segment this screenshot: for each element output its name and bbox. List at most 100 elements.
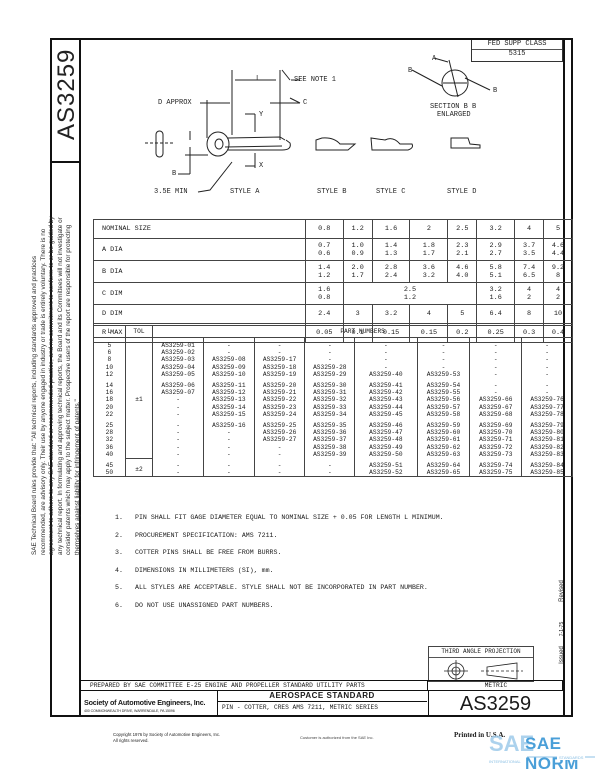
dim-cell: 3 [342,304,373,324]
l-header: L [93,325,126,338]
dim-cell: 4 [409,304,449,324]
footer-license-text: Customer is authorized from the SAE Inc. [300,735,374,740]
fsc-label: FED SUPP CLASS [472,40,562,50]
size-cell: 4 [514,219,545,239]
size-cell: 5 [543,219,573,239]
title-block-middle [217,691,429,715]
note-item: 2.PROCUREMENT SPECIFICATION: AMS 7211. [115,531,278,539]
title-block-row [81,691,563,717]
organization-name: Society of Automotive Engineers, Inc. [84,698,206,707]
pn-header-row: L TOL PART NUMBERS [93,325,573,338]
copyright: Copyright 1976 by Society of Automotive … [113,732,221,743]
sae-norm-logo-icon: SAE [489,731,595,758]
fsc-value: 5315 [508,50,526,58]
style-b-label: STYLE B [317,188,347,196]
size-cell: 3.2 [476,219,516,239]
part-number-cell: ----AS3259-40 [354,337,418,379]
row-header: D DIM [93,304,306,324]
note-item: 3.COTTER PINS SHALL BE FREE FROM BURRS. [115,549,282,556]
printed-in-label: Printed in U.S.A. [454,731,506,739]
doc-number-box [50,38,81,163]
third-angle-title: THIRD ANGLE PROJECTION [429,647,533,658]
left-margin-strip [50,38,81,717]
aerospace-standard-label: AEROSPACE STANDARD [217,691,427,702]
min-radius-label: 3.5E MIN [154,188,188,196]
dim-b-label: B [172,170,177,178]
part-number-cell: ----- [152,418,204,459]
fsc-box: FED SUPP CLASS 5315 [471,40,563,62]
row-header: A DIA [93,238,306,261]
style-c-label: STYLE C [376,188,406,196]
part-number-cell: -- [253,458,306,478]
dim-cell: 8 [514,304,545,324]
size-cell: 1.2 [342,219,373,239]
dim-c-label: C [303,99,308,107]
sae-norm-watermark: SAE SAE NORM INTERNATIONAL STANDARDS [487,729,597,773]
tolerance-cell [124,337,154,379]
part-number-cell: -- [152,458,204,478]
style-d-label: STYLE D [447,188,477,196]
sae-disclaimer: SAE Technical Board rules provide that: … [31,216,81,555]
prepared-by-text: PREPARED BY SAE COMMITTEE E-25 ENGINE AN… [90,682,365,689]
tolerance-cell: ±2 [124,457,154,478]
tolerance-cell: ±1 [124,378,154,419]
size-cell: 1.6 [371,219,411,239]
section-title: SECTION B B [430,103,477,111]
size-cell: 0.8 [304,219,344,239]
third-angle-projection-box: THIRD ANGLE PROJECTION [428,646,534,682]
note-item: 1.PIN SHALL FIT GAGE DIAMETER EQUAL TO N… [115,514,444,521]
projection-symbol-icon [444,660,523,681]
title-block-doc-number: AS3259 [459,693,532,715]
svg-text:SAE: SAE [489,731,534,756]
organization-address: 400 COMMONWEALTH DRIVE, WARRENDALE, PA 1… [84,709,175,713]
prepared-by-bar [81,680,563,691]
dim-x-label: X [259,162,264,170]
part-number-cell: -- [304,458,356,478]
revised-label: Revised [559,580,565,602]
dim-cell: 5 [447,304,478,324]
dim-cell: 10 [543,304,573,324]
tol-header: TOL [124,325,154,338]
part-number-cell: AS3259-16---- [202,418,255,459]
size-cell: 2.5 [447,219,478,239]
